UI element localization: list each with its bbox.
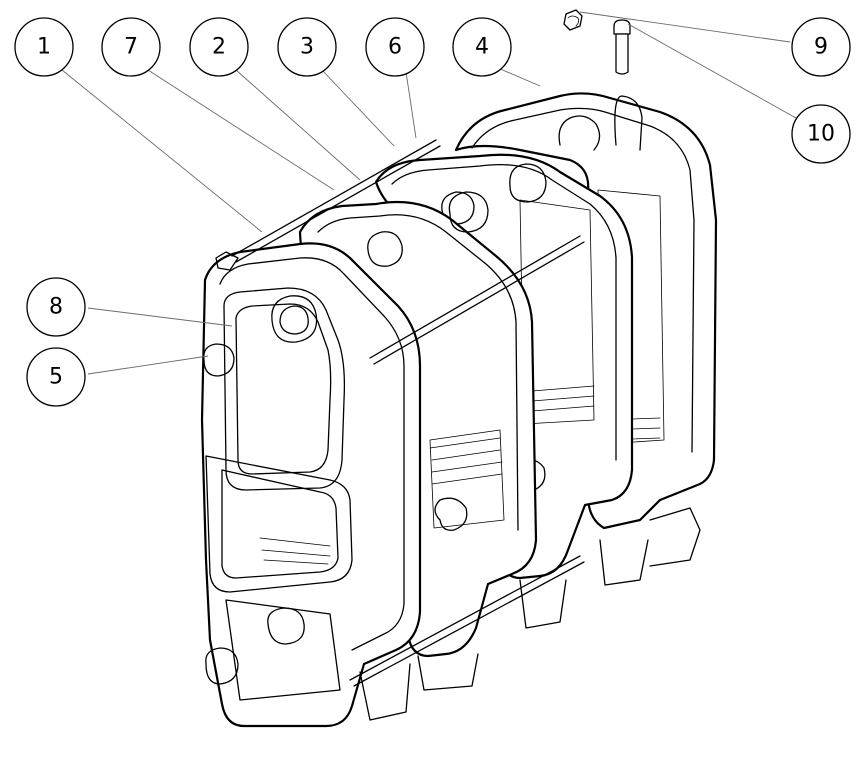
leader-9 bbox=[579, 11, 791, 43]
callout-10-label: 10 bbox=[807, 122, 835, 147]
front-section-1 bbox=[200, 242, 422, 728]
callout-4-label: 4 bbox=[475, 35, 489, 60]
callout-6-label: 6 bbox=[388, 35, 402, 60]
leader-1 bbox=[61, 69, 263, 233]
leader-2 bbox=[235, 69, 361, 181]
callout-5-label: 5 bbox=[49, 365, 63, 390]
callout-1: 1 bbox=[14, 17, 74, 77]
callout-9-label: 9 bbox=[814, 35, 828, 60]
leader-3 bbox=[321, 69, 395, 147]
callout-8-label: 8 bbox=[49, 295, 63, 320]
callout-3: 3 bbox=[277, 17, 337, 77]
tie-rods bbox=[231, 139, 585, 687]
callout-7-label: 7 bbox=[124, 35, 138, 60]
leader-4 bbox=[497, 67, 541, 87]
leader-5 bbox=[87, 355, 209, 375]
callout-4: 4 bbox=[452, 17, 512, 77]
leader-lines bbox=[61, 11, 797, 375]
callout-7: 7 bbox=[101, 17, 161, 77]
callout-5: 5 bbox=[26, 347, 86, 407]
leader-10 bbox=[627, 23, 797, 119]
callout-2-label: 2 bbox=[212, 35, 226, 60]
sectional-boiler-assembly bbox=[200, 9, 718, 728]
leader-7 bbox=[147, 69, 335, 191]
callout-balloons: 1 7 2 3 6 4 9 10 bbox=[14, 17, 851, 407]
callout-3-label: 3 bbox=[300, 35, 314, 60]
callout-1-label: 1 bbox=[37, 35, 51, 60]
callout-10: 10 bbox=[791, 104, 851, 164]
callout-8: 8 bbox=[26, 277, 86, 337]
nut-part-9 bbox=[563, 9, 583, 31]
callout-9: 9 bbox=[791, 17, 851, 77]
leader-6 bbox=[405, 71, 417, 139]
leader-8 bbox=[87, 307, 233, 327]
callout-6: 6 bbox=[365, 17, 425, 77]
bolt-part-10 bbox=[613, 19, 631, 75]
callout-2: 2 bbox=[189, 17, 249, 77]
